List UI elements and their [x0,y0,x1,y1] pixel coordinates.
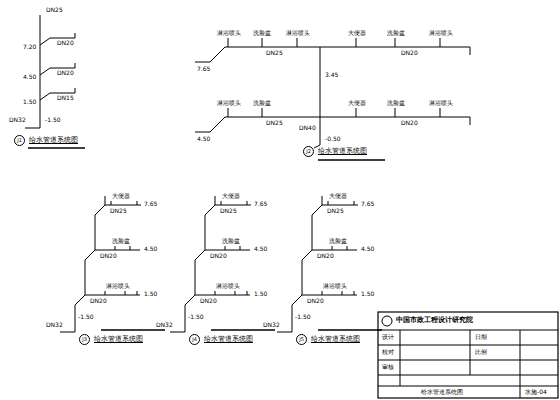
pipe-annotation: 7.20 [22,44,37,50]
pipe-annotation: -1.50 [187,314,205,320]
pipe-annotation: 大便器 [328,193,348,199]
riser-system [25,15,85,148]
pipe-annotation: 7.65 [196,66,211,72]
pipe-annotation: DN15 [56,95,75,101]
marker-text: J1 [17,138,22,143]
marker-text: J3 [82,337,87,342]
pipe-annotation: DN20 [56,70,75,76]
pipe-annotation: 4.50 [143,246,158,252]
pipe-annotation: 洗脸盆 [386,30,406,36]
pipe-annotation: DN20 [400,50,419,56]
pipe-annotation: 洗脸盆 [252,100,272,106]
pipe-annotation: DN25 [265,120,284,126]
pipe-annotation: 7.65 [143,201,158,207]
marker-text: J2 [306,149,311,154]
pipe-annotation: 1.50 [253,291,268,297]
pipe-annotation: DN20 [209,253,228,259]
pipe-annotation: DN20 [400,120,419,126]
pipe-annotation: -1.50 [294,314,312,320]
pipe-annotation: DN20 [99,253,118,259]
title-block-text: 审核 [381,364,395,370]
pipe-annotation: 淋浴喷头 [428,30,454,36]
pipe-annotation: 大便器 [347,30,367,36]
pipe-annotation: 7.65 [360,201,375,207]
title-block-text: 给水管道系统图 [420,389,464,395]
pipe-annotation: 淋浴喷头 [215,283,241,289]
pipe-annotation: 7.65 [253,201,268,207]
riser-marker: J5 [296,334,307,345]
pipe-annotation: -1.50 [44,117,62,123]
pipe-annotation: 3.45 [324,72,339,78]
pipe-annotation: DN32 [8,117,27,123]
pipe-annotation: DN20 [316,253,335,259]
pipe-annotation: 1.50 [22,99,37,105]
drawing-caption: 给水管道系统图 [28,137,79,144]
pipe-annotation: DN32 [45,322,64,328]
pipe-annotation: DN32 [155,322,174,328]
marker-text: J5 [299,337,304,342]
riser-marker: J2 [303,146,314,157]
pipe-annotation: 洗脸盆 [252,30,272,36]
pipe-annotation: DN25 [219,208,238,214]
pipe-annotation: 1.50 [143,291,158,297]
pipe-annotation: DN32 [262,322,281,328]
marker-text: J4 [192,337,197,342]
pipe-annotation: 淋浴喷头 [105,283,131,289]
pipe-annotation: DN25 [109,208,128,214]
pipe-annotation: 大便器 [347,100,367,106]
riser-system [195,38,470,160]
pipe-annotation: DN25 [326,208,345,214]
riser-marker: J1 [14,135,25,146]
pipe-annotation: DN20 [56,40,75,46]
pipe-annotation: DN20 [306,298,325,304]
pipe-annotation: 洗脸盆 [221,238,241,244]
pipe-annotation: 1.50 [360,291,375,297]
pipe-annotation: 4.50 [253,246,268,252]
pipe-annotation: DN40 [298,125,317,131]
pipe-annotation: 洗脸盆 [111,238,131,244]
pipe-annotation: DN20 [199,298,218,304]
title-block-text: 设计 [381,334,395,340]
riser-marker: J4 [189,334,200,345]
title-block-text: 水施-04 [524,389,548,395]
drawing-caption: 给水管道系统图 [93,336,144,343]
title-block [378,312,558,398]
pipe-annotation: 淋浴喷头 [322,283,348,289]
title-block-text: 日期 [474,334,488,340]
pipe-annotation: DN20 [89,298,108,304]
pipe-annotation: -1.50 [77,314,95,320]
pipe-annotation: 大便器 [111,193,131,199]
drawing-caption: 给水管道系统图 [310,336,361,343]
pipe-annotation: DN25 [265,50,284,56]
title-block-text: 校对 [381,349,395,355]
drawing-caption: 给水管道系统图 [203,336,254,343]
pipe-annotation: 4.50 [22,74,37,80]
pipe-annotation: -0.50 [324,136,342,142]
title-block-text: 比例 [474,349,488,355]
riser-marker: J3 [79,334,90,345]
pipe-annotation: 4.50 [360,246,375,252]
pipe-annotation: 洗脸盆 [328,238,348,244]
pipe-annotation: DN25 [45,7,64,13]
pipe-annotation: 淋浴喷头 [285,30,311,36]
pipe-annotation: 4.50 [196,136,211,142]
pipe-annotation: 淋浴喷头 [216,30,242,36]
pipe-annotation: 洗脸盆 [386,100,406,106]
drawing-caption: 给水管道系统图 [317,148,368,155]
title-block-text: 中国市政工程设计研究院 [395,317,474,324]
pipe-annotation: 淋浴喷头 [216,100,242,106]
pipe-annotation: 大便器 [221,193,241,199]
pipe-annotation: 淋浴喷头 [428,100,454,106]
